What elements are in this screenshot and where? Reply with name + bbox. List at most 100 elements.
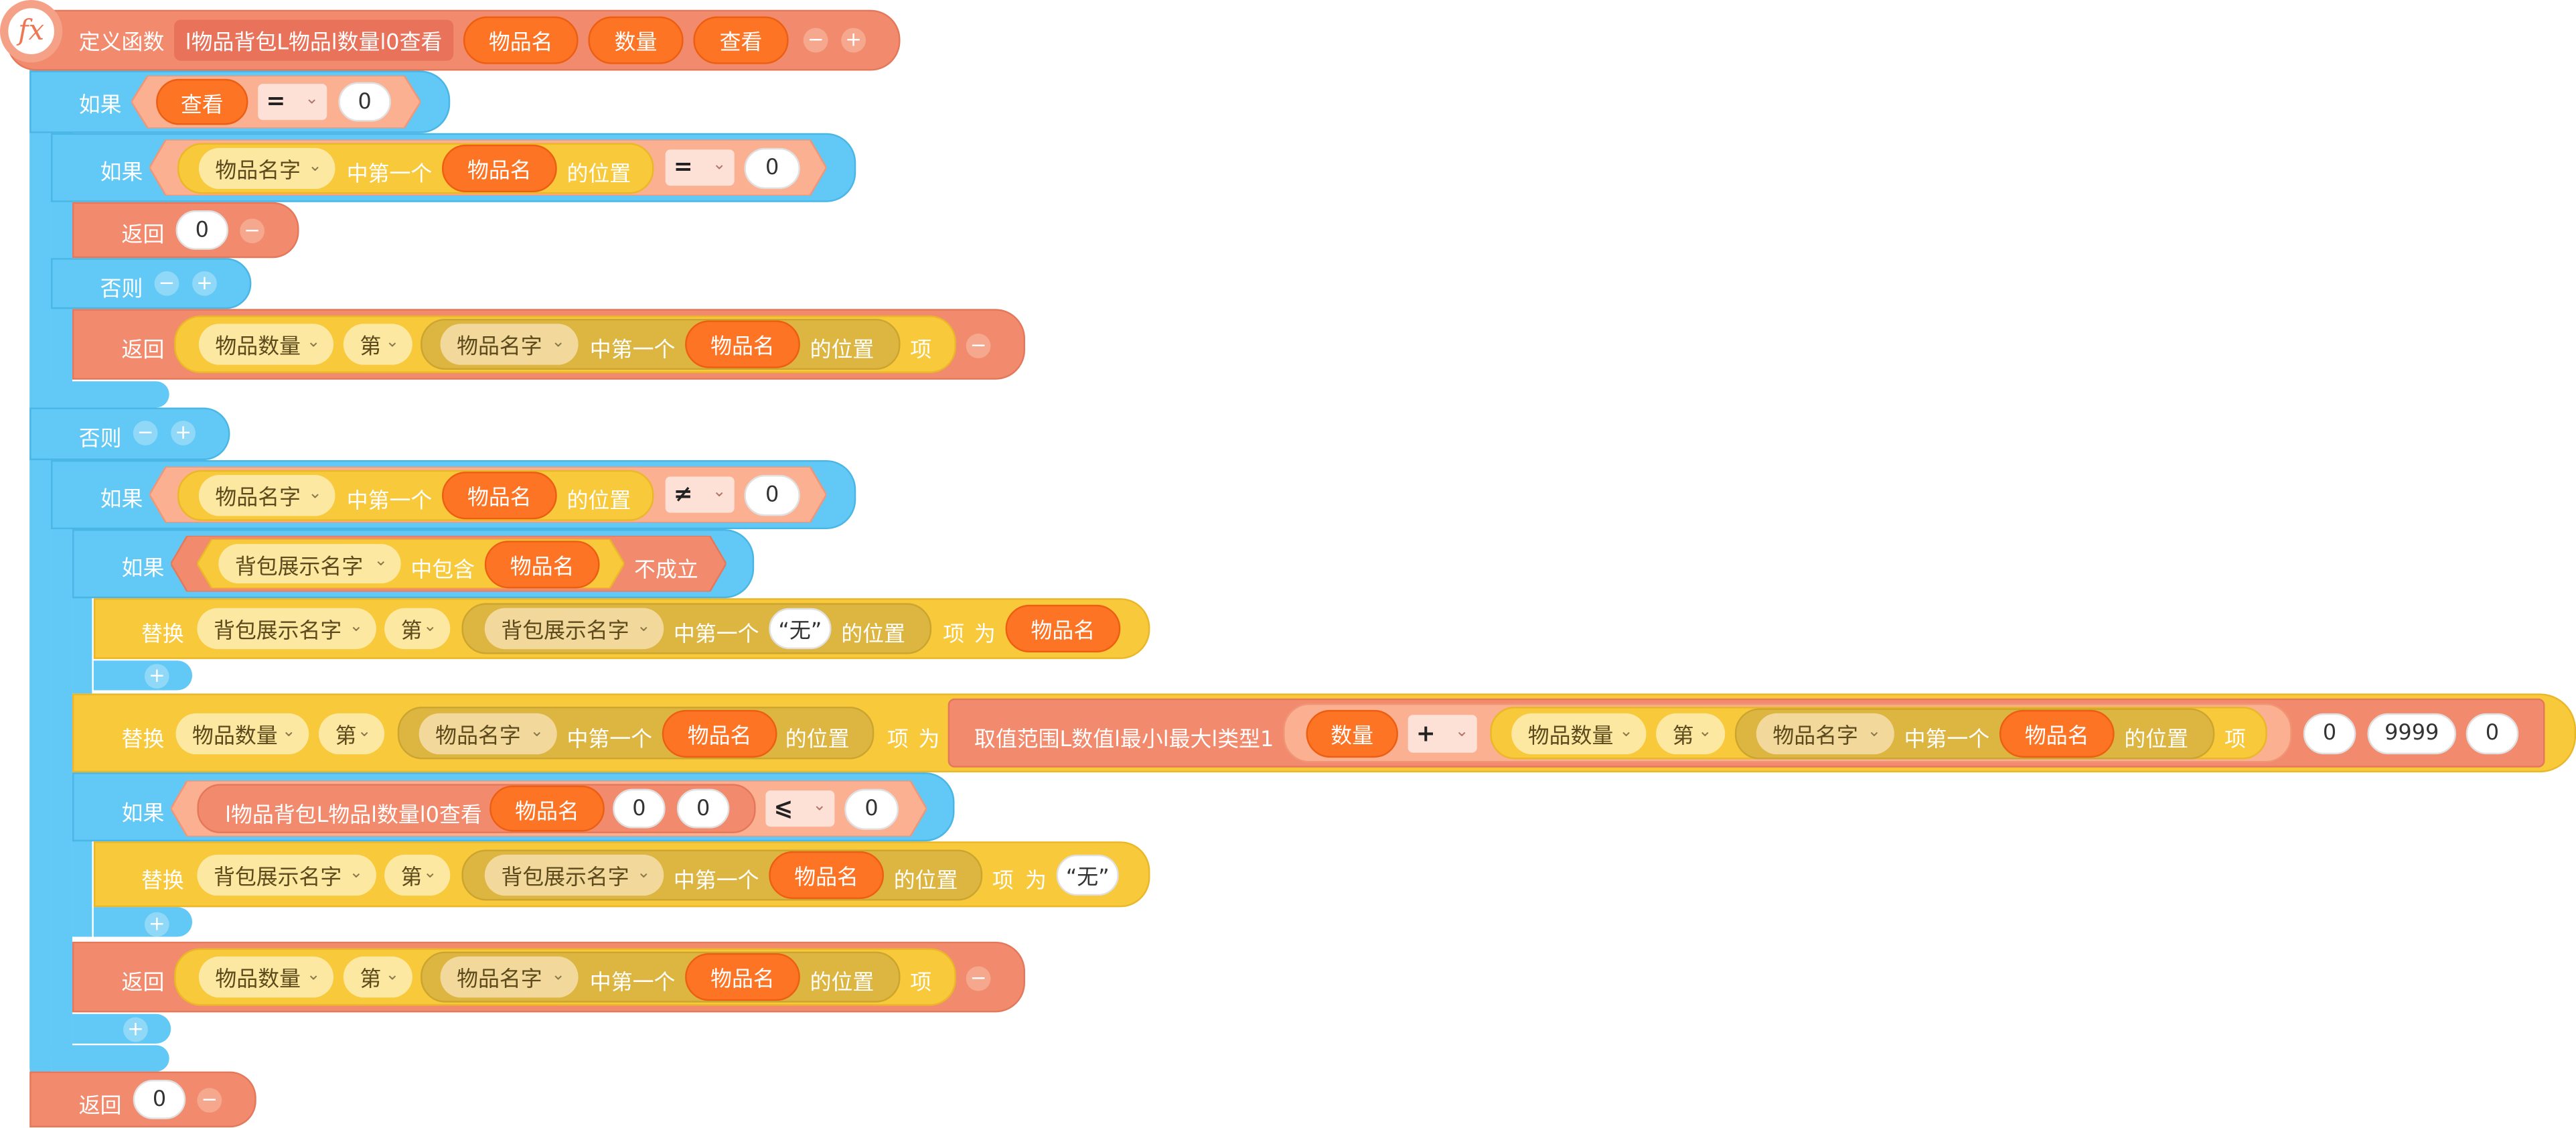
minus-icon[interactable]: − [197, 1088, 222, 1113]
var-item-name[interactable]: 物品名 [1005, 604, 1121, 653]
var-item-counts[interactable]: 物品数量⌄ [175, 713, 309, 755]
var-item-counts[interactable]: 物品数量⌄ [198, 956, 334, 998]
operator-neq[interactable]: ≠⌄ [665, 476, 735, 513]
minus-icon[interactable]: − [966, 966, 991, 991]
var-count[interactable]: 数量 [1306, 709, 1398, 758]
var-item-name[interactable]: 物品名 [484, 541, 600, 589]
plus-icon[interactable]: + [841, 27, 866, 53]
if-label: 如果 [100, 488, 143, 513]
operator-plus-text: + [1416, 720, 1436, 748]
var-item-name[interactable]: 物品名 [769, 851, 884, 900]
number-input[interactable]: 0 [676, 788, 730, 829]
operator-plus[interactable]: +⌄ [1408, 715, 1477, 753]
var-item-names[interactable]: 物品名字⌄ [198, 475, 335, 516]
number-input[interactable]: 0 [613, 788, 666, 829]
var-item-name[interactable]: 物品名 [489, 785, 605, 832]
param-item-name[interactable]: 物品名 [463, 16, 579, 64]
operator-eq[interactable]: =⌄ [258, 84, 327, 121]
chevron-down-icon: ⌄ [636, 863, 651, 882]
var-bag-names[interactable]: 背包展示名字 ⌄ [484, 854, 664, 896]
operator-lte[interactable]: ⩽⌄ [765, 790, 835, 827]
plus-icon[interactable]: + [144, 664, 169, 689]
chevron-down-icon: ⌄ [1867, 722, 1882, 741]
call-function-label: l物品背包L物品l数量l0查看 [225, 803, 482, 829]
var-item-names[interactable]: 物品名字⌄ [440, 956, 579, 998]
item-label: 项 [943, 622, 965, 648]
number-input[interactable]: 0 [744, 147, 800, 190]
return-label: 返回 [121, 971, 165, 996]
chevron-down-icon: ⌄ [551, 965, 566, 984]
chevron-down-icon: ⌄ [423, 617, 437, 636]
var-item-names[interactable]: 物品名字⌄ [198, 147, 335, 190]
position-label: 的位置 [566, 490, 631, 514]
var-bag-names[interactable]: 背包展示名字⌄ [197, 854, 376, 896]
chevron-down-icon: ⌄ [349, 617, 364, 636]
chevron-down-icon: ⌄ [530, 722, 544, 741]
plus-icon[interactable]: + [192, 271, 217, 296]
number-input[interactable]: 0 [744, 475, 800, 516]
var-item-names[interactable]: 物品名字⌄ [1756, 713, 1894, 755]
chevron-down-icon: ⌄ [423, 863, 437, 882]
else-block[interactable] [29, 407, 230, 460]
number-input[interactable]: 0 [844, 788, 899, 831]
index-label: 第 [335, 724, 357, 750]
index-dropdown[interactable]: 第⌄ [343, 956, 412, 998]
var-item-name[interactable]: 物品名 [685, 953, 800, 1001]
else-block[interactable] [51, 258, 252, 309]
var-view[interactable]: 查看 [156, 78, 248, 125]
var-bag-names-text: 背包展示名字 [501, 865, 629, 891]
var-item-counts[interactable]: 物品数量⌄ [1511, 713, 1647, 755]
param-count[interactable]: 数量 [588, 16, 684, 64]
string-input[interactable]: “无” [769, 608, 832, 650]
var-item-name[interactable]: 物品名 [441, 144, 557, 193]
var-item-names[interactable]: 物品名字⌄ [419, 713, 557, 755]
chevron-down-icon: ⌄ [357, 722, 372, 741]
var-bag-names[interactable]: 背包展示名字⌄ [218, 544, 401, 583]
index-dropdown[interactable]: 第⌄ [384, 608, 451, 650]
var-item-counts-text: 物品数量 [215, 335, 301, 360]
var-item-name[interactable]: 物品名 [662, 709, 777, 758]
var-bag-names[interactable]: 背包展示名字⌄ [197, 608, 376, 650]
param-view[interactable]: 查看 [693, 16, 789, 64]
number-input-max[interactable]: 9999 [2367, 713, 2456, 755]
var-item-counts-text: 物品数量 [1527, 724, 1614, 750]
first-in-label: 中第一个 [566, 727, 653, 753]
plus-icon[interactable]: + [144, 912, 169, 937]
minus-icon[interactable]: − [240, 218, 265, 244]
plus-icon[interactable]: + [123, 1017, 148, 1042]
item-label: 项 [910, 971, 932, 996]
if-label: 如果 [78, 93, 122, 119]
as-label: 为 [918, 727, 940, 753]
return-label: 返回 [121, 338, 165, 364]
first-in-label: 中第一个 [673, 869, 759, 894]
chevron-down-icon: ⌄ [1697, 722, 1712, 741]
function-name-field[interactable]: l物品背包L物品l数量l0查看 [174, 19, 454, 61]
index-dropdown[interactable]: 第⌄ [384, 854, 451, 896]
plus-icon[interactable]: + [171, 421, 196, 445]
index-dropdown[interactable]: 第⌄ [343, 324, 412, 365]
var-item-name[interactable]: 物品名 [685, 320, 800, 368]
number-input[interactable]: 0 [2303, 713, 2356, 755]
number-input[interactable]: 0 [2466, 713, 2519, 755]
number-input[interactable]: 0 [175, 210, 229, 250]
var-item-name[interactable]: 物品名 [441, 472, 557, 520]
var-item-names[interactable]: 物品名字⌄ [440, 324, 579, 365]
operator-lte-text: ⩽ [773, 795, 793, 822]
minus-icon[interactable]: − [966, 334, 991, 358]
number-input[interactable]: 0 [338, 82, 391, 122]
chevron-down-icon: ⌄ [305, 90, 319, 109]
var-item-name[interactable]: 物品名 [1999, 709, 2115, 758]
first-in-label: 中第一个 [673, 622, 759, 648]
minus-icon[interactable]: − [154, 271, 179, 296]
index-dropdown[interactable]: 第⌄ [1656, 713, 1726, 755]
minus-icon[interactable]: − [133, 421, 158, 445]
number-input[interactable]: 0 [133, 1079, 186, 1119]
index-dropdown[interactable]: 第⌄ [318, 713, 385, 755]
minus-icon[interactable]: − [803, 27, 828, 53]
string-input[interactable]: “无” [1056, 854, 1119, 896]
position-label: 的位置 [2124, 727, 2189, 753]
operator-eq[interactable]: =⌄ [665, 149, 735, 186]
var-item-counts[interactable]: 物品数量⌄ [198, 324, 334, 365]
var-bag-names[interactable]: 背包展示名字⌄ [484, 608, 664, 650]
if-label: 如果 [100, 161, 143, 186]
